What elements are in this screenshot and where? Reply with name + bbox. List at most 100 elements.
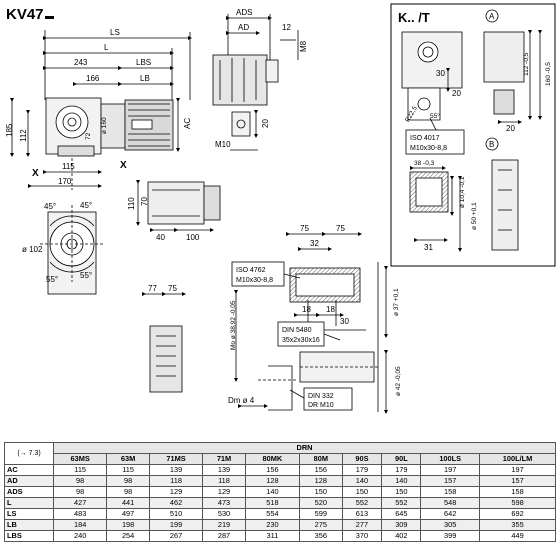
table-row-label: L	[4, 497, 54, 509]
angle-45-left: 45°	[44, 202, 56, 211]
table-cell: 275	[299, 519, 343, 531]
page-title: KV47	[6, 6, 54, 23]
dim-40: 40	[156, 233, 165, 242]
table-cell: 197	[420, 464, 481, 476]
table-cell: 548	[420, 497, 481, 509]
dim-20-motor: 20	[261, 119, 270, 128]
din332-label: DIN 332	[308, 393, 334, 400]
table-row-label: LS	[4, 508, 54, 520]
table-cell: 277	[341, 519, 383, 531]
dim-72: 72	[85, 132, 92, 140]
table-column-header: 63M	[106, 453, 150, 465]
table-cell: 139	[148, 464, 204, 476]
table-cell: 158	[479, 486, 556, 498]
table-cell: 599	[299, 508, 343, 520]
dim-12: 12	[282, 23, 291, 32]
dim-lbs: LBS	[136, 58, 151, 67]
inset-dim-160: 160 -0,5	[545, 62, 552, 86]
table-cell: 158	[420, 486, 481, 498]
table-cell: 267	[148, 530, 204, 542]
inset-dim-20-a: 20	[452, 89, 461, 98]
dim-phi102: ø 102	[22, 245, 43, 254]
dim-dm: Dm ø 4	[228, 396, 255, 405]
table-cell: 518	[244, 497, 301, 509]
dim-110: 110	[127, 197, 136, 210]
dim-ac: AC	[183, 118, 192, 129]
table-cell: 355	[479, 519, 556, 531]
table-cell: 510	[148, 508, 204, 520]
view-a-marker: A	[489, 12, 495, 21]
inset-panel: K.. /T	[390, 3, 556, 267]
table-column-header: 63MS	[52, 453, 108, 465]
table-cell: 462	[148, 497, 204, 509]
inset-angle-55: 55°	[430, 112, 440, 120]
table-cell: 598	[479, 497, 556, 509]
view-b-marker: B	[489, 140, 494, 149]
table-cell: 483	[52, 508, 108, 520]
table-cell: 356	[299, 530, 343, 542]
table-cell: 118	[202, 475, 246, 487]
table-cell: 309	[381, 519, 422, 531]
table-cell: 613	[341, 508, 383, 520]
table-cell: 98	[106, 486, 150, 498]
table-cell: 254	[106, 530, 150, 542]
spline-spec-label: 35x2x30x16	[282, 337, 320, 344]
dim-243: 243	[74, 58, 88, 67]
motor-end-view-labels: ADS AD 12 M8 20 M10	[215, 8, 308, 149]
inset-dim-38: 38 -0,3	[414, 160, 435, 167]
table-cell: 552	[381, 497, 422, 509]
table-row-label: LBS	[4, 530, 54, 542]
table-column-header: 90S	[341, 453, 383, 465]
dim-112: 112	[19, 129, 28, 142]
table-cell: 98	[52, 475, 108, 487]
dim-m10: M10	[215, 140, 231, 149]
table-cell: 692	[479, 508, 556, 520]
dim-lb: LB	[140, 74, 150, 83]
table-column-header: 80MK	[244, 453, 301, 465]
dim-185: 185	[5, 123, 14, 137]
inset-title: K.. /T	[398, 10, 430, 25]
dim-75-small: 75	[168, 284, 177, 293]
iso4762-screw-label: M10x30-8,8	[236, 277, 273, 284]
table-cell: 199	[148, 519, 204, 531]
torque-arm-view	[136, 180, 221, 232]
angle-55-left: 55°	[46, 275, 58, 284]
torque-arm-view-labels: 110 70 40 100	[127, 197, 200, 242]
table-cell: 157	[479, 475, 556, 487]
table-cell: 645	[381, 508, 422, 520]
table-column-header: 71MS	[148, 453, 204, 465]
table-group-header-row: (→ 7.3) DRN	[4, 442, 556, 465]
table-cell: 197	[479, 464, 556, 476]
table-cell: 115	[52, 464, 108, 476]
table-row-label: LB	[4, 519, 54, 531]
table-cell: 156	[299, 464, 343, 476]
shaft-detail-labels: 75 75 32 18 18 30 ISO 4762 M10x30-8,8 DI…	[228, 224, 402, 409]
dim-75-right: 75	[336, 224, 345, 233]
technical-drawing: LS L 243 LBS 166 LB 185 112 72 ø 160 AC …	[5, 3, 556, 414]
table-column-header: 100LS	[420, 453, 481, 465]
dim-30: 30	[340, 317, 349, 326]
din5480-label: DIN 5480	[282, 327, 312, 334]
table-cell: 402	[381, 530, 422, 542]
dim-mo: Mo ø 38,92 -0,05	[230, 300, 237, 350]
table-row-label: AC	[4, 464, 54, 476]
angle-55-right: 55°	[80, 271, 92, 280]
table-cell: 118	[148, 475, 204, 487]
table-cell: 140	[244, 486, 301, 498]
table-cell: 311	[244, 530, 301, 542]
table-cell: 642	[420, 508, 481, 520]
table-cell: 179	[381, 464, 422, 476]
table-cell: 139	[202, 464, 246, 476]
dim-phi42: ø 42 -0,05	[395, 366, 402, 396]
table-cell: 427	[52, 497, 108, 509]
shaft-detail	[231, 232, 388, 414]
bottom-left-view-labels: 77 75	[148, 284, 177, 293]
dim-70: 70	[140, 197, 149, 206]
table-cell: 497	[106, 508, 150, 520]
